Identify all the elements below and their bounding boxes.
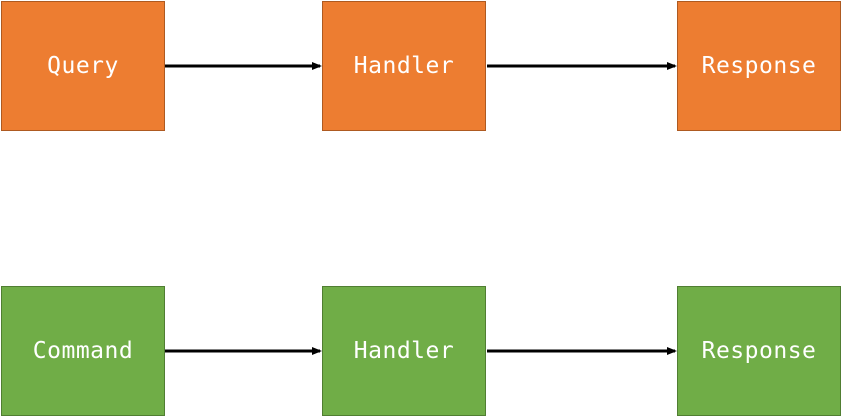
query-response-label: Response	[701, 53, 817, 79]
command-handler-label: Handler	[353, 338, 455, 364]
command-response-box: Response	[677, 286, 841, 416]
command-response-label: Response	[701, 338, 817, 364]
command-handler-box: Handler	[322, 286, 486, 416]
command-label: Command	[32, 338, 134, 364]
query-label: Query	[47, 53, 119, 79]
query-handler-box: Handler	[322, 1, 486, 131]
query-box: Query	[1, 1, 165, 131]
query-handler-label: Handler	[353, 53, 455, 79]
command-box: Command	[1, 286, 165, 416]
query-response-box: Response	[677, 1, 841, 131]
